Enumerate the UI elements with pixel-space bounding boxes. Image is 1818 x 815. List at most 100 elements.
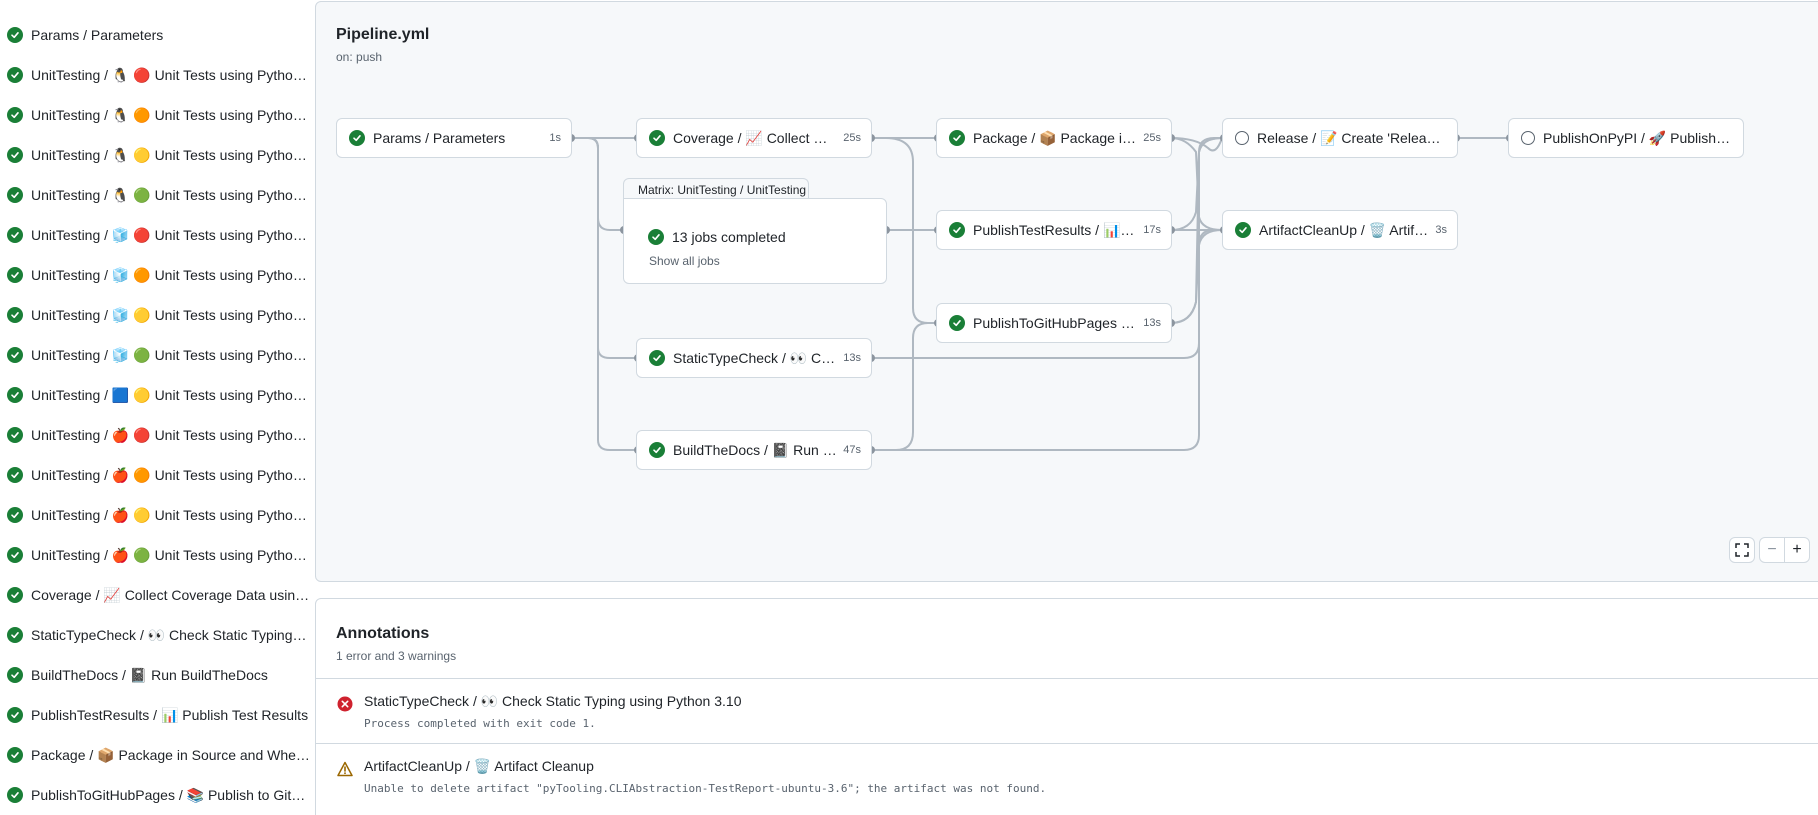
success-check-icon xyxy=(7,147,23,163)
fullscreen-button[interactable] xyxy=(1729,537,1755,563)
success-check-icon xyxy=(7,27,23,43)
success-check-icon xyxy=(7,507,23,523)
fullscreen-icon xyxy=(1735,543,1749,557)
annotation-title[interactable]: ArtifactCleanUp / 🗑️ Artifact Cleanup xyxy=(364,758,594,775)
annotations-panel: Annotations 1 error and 3 warnings Stati… xyxy=(315,598,1818,815)
edge-ghpages-cleanup xyxy=(1171,230,1222,323)
sidebar-job-item[interactable]: PublishToGitHubPages / 📚 Publish to GitH… xyxy=(0,780,310,810)
sidebar-job-label: Package / 📦 Package in Source and Wheel … xyxy=(31,747,310,764)
success-check-icon xyxy=(7,67,23,83)
pending-status-icon xyxy=(1521,131,1535,145)
pending-status-icon xyxy=(1235,131,1249,145)
sidebar-job-label: PublishToGitHubPages / 📚 Publish to GitH… xyxy=(31,787,310,804)
job-node-duration: 17s xyxy=(1143,224,1161,236)
sidebar-job-item[interactable]: Package / 📦 Package in Source and Wheel … xyxy=(0,740,310,770)
sidebar-job-item[interactable]: UnitTesting / 🧊 🔴 Unit Tests using Pytho… xyxy=(0,220,310,250)
sidebar-job-item[interactable]: UnitTesting / 🐧 🟢 Unit Tests using Pytho… xyxy=(0,180,310,210)
success-check-icon xyxy=(949,130,965,146)
workflow-graph-panel: Pipeline.yml on: push xyxy=(315,1,1818,582)
success-check-icon xyxy=(1235,222,1251,238)
sidebar-job-label: UnitTesting / 🧊 🟡 Unit Tests using Pytho… xyxy=(31,307,310,324)
job-node-label: ArtifactCleanUp / 🗑️ Artifact Cleanup xyxy=(1259,222,1429,239)
sidebar-job-label: UnitTesting / 🧊 🔴 Unit Tests using Pytho… xyxy=(31,227,310,244)
sidebar-job-item[interactable]: UnitTesting / 🐧 🟡 Unit Tests using Pytho… xyxy=(0,140,310,170)
sidebar-job-item[interactable]: UnitTesting / 🧊 🟡 Unit Tests using Pytho… xyxy=(0,300,310,330)
workflow-trigger: on: push xyxy=(336,50,382,64)
sidebar-job-item[interactable]: UnitTesting / 🍎 🟢 Unit Tests using Pytho… xyxy=(0,540,310,570)
sidebar-job-label: PublishTestResults / 📊 Publish Test Resu… xyxy=(31,707,308,724)
job-node-publish-test-results[interactable]: PublishTestResults / 📊 Publish Test Resu… xyxy=(936,210,1172,250)
annotation-message: Unable to delete artifact "pyTooling.CLI… xyxy=(364,782,1046,795)
matrix-tab: Matrix: UnitTesting / UnitTesting xyxy=(623,178,809,200)
job-node-label: BuildTheDocs / 📓 Run BuildTheDocs xyxy=(673,442,837,459)
edge-package-release xyxy=(1171,138,1222,150)
success-check-icon xyxy=(7,747,23,763)
sidebar-job-label: UnitTesting / 🍎 🟢 Unit Tests using Pytho… xyxy=(31,547,310,564)
job-node-release[interactable]: Release / 📝 Create 'Release Page' xyxy=(1222,118,1458,158)
sidebar-job-item[interactable]: UnitTesting / 🧊 🟠 Unit Tests using Pytho… xyxy=(0,260,310,290)
job-node-build-the-docs[interactable]: BuildTheDocs / 📓 Run BuildTheDocs 47s xyxy=(636,430,872,470)
sidebar-job-item[interactable]: UnitTesting / 🐧 🟠 Unit Tests using Pytho… xyxy=(0,100,310,130)
success-check-icon xyxy=(7,627,23,643)
sidebar-job-label: UnitTesting / 🐧 🟠 Unit Tests using Pytho… xyxy=(31,107,310,124)
sidebar-job-item[interactable]: BuildTheDocs / 📓 Run BuildTheDocs xyxy=(0,660,310,690)
sidebar-job-label: UnitTesting / 🧊 🟠 Unit Tests using Pytho… xyxy=(31,267,310,284)
job-node-artifact-cleanup[interactable]: ArtifactCleanUp / 🗑️ Artifact Cleanup 3s xyxy=(1222,210,1458,250)
job-node-static-type-check[interactable]: StaticTypeCheck / 👀 Check Static Typing … xyxy=(636,338,872,378)
success-check-icon xyxy=(649,442,665,458)
workflow-title: Pipeline.yml xyxy=(336,26,429,44)
job-node-publish-on-pypi[interactable]: PublishOnPyPI / 🚀 Publish to PyPI xyxy=(1508,118,1744,158)
sidebar-job-item[interactable]: StaticTypeCheck / 👀 Check Static Typing … xyxy=(0,620,310,650)
sidebar-job-item[interactable]: UnitTesting / 🧊 🟢 Unit Tests using Pytho… xyxy=(0,340,310,370)
annotations-title: Annotations xyxy=(336,625,429,643)
edge-params-matrix xyxy=(571,138,624,230)
annotation-error: StaticTypeCheck / 👀 Check Static Typing … xyxy=(316,678,1818,743)
job-node-label: Package / 📦 Package in Source and Wheel … xyxy=(973,130,1137,147)
matrix-status: 13 jobs completed xyxy=(648,229,786,245)
job-node-duration: 47s xyxy=(843,444,861,456)
job-node-coverage[interactable]: Coverage / 📈 Collect Coverage Data using… xyxy=(636,118,872,158)
annotation-title[interactable]: StaticTypeCheck / 👀 Check Static Typing … xyxy=(364,693,741,710)
success-check-icon xyxy=(7,587,23,603)
sidebar-job-label: Params / Parameters xyxy=(31,27,163,43)
edge-testresults-release xyxy=(1171,138,1222,230)
job-node-publish-to-github-pages[interactable]: PublishToGitHubPages / 📚 Publish to GitH… xyxy=(936,303,1172,343)
edge-package-cleanup xyxy=(1171,138,1222,230)
sidebar-job-item[interactable]: UnitTesting / 🍎 🟡 Unit Tests using Pytho… xyxy=(0,500,310,530)
success-check-icon xyxy=(648,229,664,245)
show-all-jobs-link[interactable]: Show all jobs xyxy=(649,254,720,268)
success-check-icon xyxy=(7,307,23,323)
sidebar-job-item[interactable]: UnitTesting / 🍎 🟠 Unit Tests using Pytho… xyxy=(0,460,310,490)
job-node-package[interactable]: Package / 📦 Package in Source and Wheel … xyxy=(936,118,1172,158)
matrix-group-unittesting: 13 jobs completed Show all jobs xyxy=(623,198,887,284)
dependency-edges xyxy=(316,2,1818,582)
success-check-icon xyxy=(7,547,23,563)
success-check-icon xyxy=(7,267,23,283)
success-check-icon xyxy=(7,667,23,683)
sidebar-job-item[interactable]: UnitTesting / 🍎 🔴 Unit Tests using Pytho… xyxy=(0,420,310,450)
job-node-label: PublishOnPyPI / 🚀 Publish to PyPI xyxy=(1543,130,1733,147)
sidebar-job-label: UnitTesting / 🐧 🟡 Unit Tests using Pytho… xyxy=(31,147,310,164)
job-node-duration: 13s xyxy=(1143,317,1161,329)
zoom-out-button[interactable]: − xyxy=(1759,537,1785,563)
edge-docs-ghpages xyxy=(871,323,936,450)
sidebar-job-item[interactable]: UnitTesting / 🟦 🟡 Unit Tests using Pytho… xyxy=(0,380,310,410)
zoom-in-button[interactable]: + xyxy=(1784,537,1810,563)
sidebar-job-item[interactable]: PublishTestResults / 📊 Publish Test Resu… xyxy=(0,700,310,730)
sidebar-job-item[interactable]: UnitTesting / 🐧 🔴 Unit Tests using Pytho… xyxy=(0,60,310,90)
sidebar-job-label: UnitTesting / 🧊 🟢 Unit Tests using Pytho… xyxy=(31,347,310,364)
job-node-duration: 25s xyxy=(843,132,861,144)
job-node-label: PublishTestResults / 📊 Publish Test Resu… xyxy=(973,222,1137,239)
sidebar-job-label: UnitTesting / 🍎 🔴 Unit Tests using Pytho… xyxy=(31,427,310,444)
success-check-icon xyxy=(7,787,23,803)
matrix-status-label: 13 jobs completed xyxy=(672,229,786,245)
job-node-label: PublishToGitHubPages / 📚 Publish to GitH… xyxy=(973,315,1137,332)
sidebar-job-item[interactable]: Params / Parameters xyxy=(0,20,310,50)
success-check-icon xyxy=(349,130,365,146)
success-check-icon xyxy=(7,387,23,403)
sidebar-job-item[interactable]: Coverage / 📈 Collect Coverage Data using… xyxy=(0,580,310,610)
job-node-label: Release / 📝 Create 'Release Page' xyxy=(1257,130,1447,147)
job-node-duration: 3s xyxy=(1435,224,1447,236)
job-sidebar: Params / ParametersUnitTesting / 🐧 🔴 Uni… xyxy=(0,0,310,815)
job-node-params[interactable]: Params / Parameters 1s xyxy=(336,118,572,158)
